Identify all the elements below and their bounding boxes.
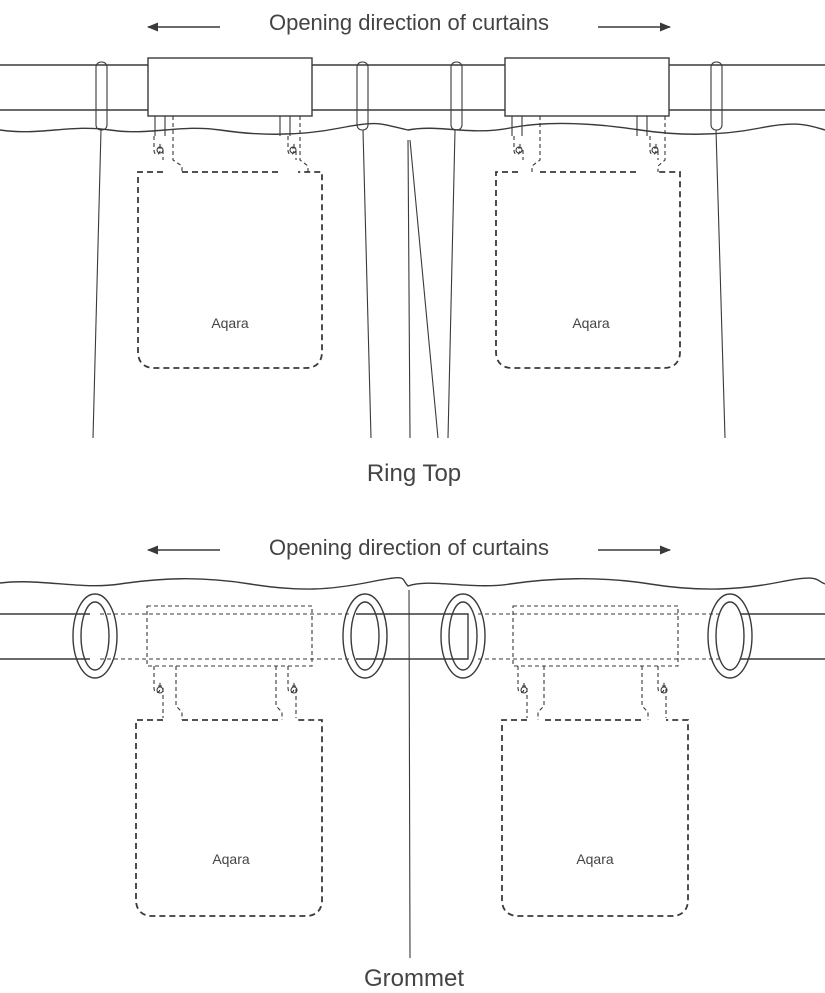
grommet-motor-left: Aqara	[135, 605, 323, 917]
aqara-logo: Aqara	[576, 851, 614, 867]
grommet-motor-right: Aqara	[501, 605, 689, 917]
hook-icon	[511, 116, 541, 172]
hook-icon	[279, 116, 309, 172]
hook-icon	[636, 116, 666, 172]
ring-top-motor-right: Aqara	[495, 57, 681, 369]
ring-top-direction-label: Opening direction of curtains	[269, 10, 549, 35]
hook-icon	[517, 666, 545, 720]
grommet-direction-label: Opening direction of curtains	[269, 535, 549, 560]
ring-top-diagram: Opening direction of curtains	[0, 10, 825, 487]
aqara-logo: Aqara	[572, 315, 610, 331]
ring-top-curtain-rod	[0, 64, 825, 111]
grommet-curtain-top-edge	[0, 576, 825, 590]
ring-top-motor-left: Aqara	[137, 57, 323, 369]
grommet-caption: Grommet	[364, 965, 464, 992]
grommet-rings	[72, 593, 753, 679]
aqara-logo: Aqara	[212, 851, 250, 867]
hook-icon	[641, 666, 668, 720]
ring-top-curtain-folds	[92, 129, 726, 439]
aqara-logo: Aqara	[211, 315, 249, 331]
hook-icon	[153, 666, 183, 720]
ring-top-curtain-top-edge	[0, 122, 825, 135]
hook-icon	[275, 666, 298, 720]
grommet-diagram: Opening direction of curtains	[0, 535, 825, 992]
hook-icon	[153, 116, 183, 172]
grommet-curtain-seam	[408, 589, 411, 959]
ring-top-curtain-rings	[95, 61, 723, 131]
ring-top-caption: Ring Top	[367, 460, 461, 487]
grommet-curtain-rod	[0, 613, 825, 660]
